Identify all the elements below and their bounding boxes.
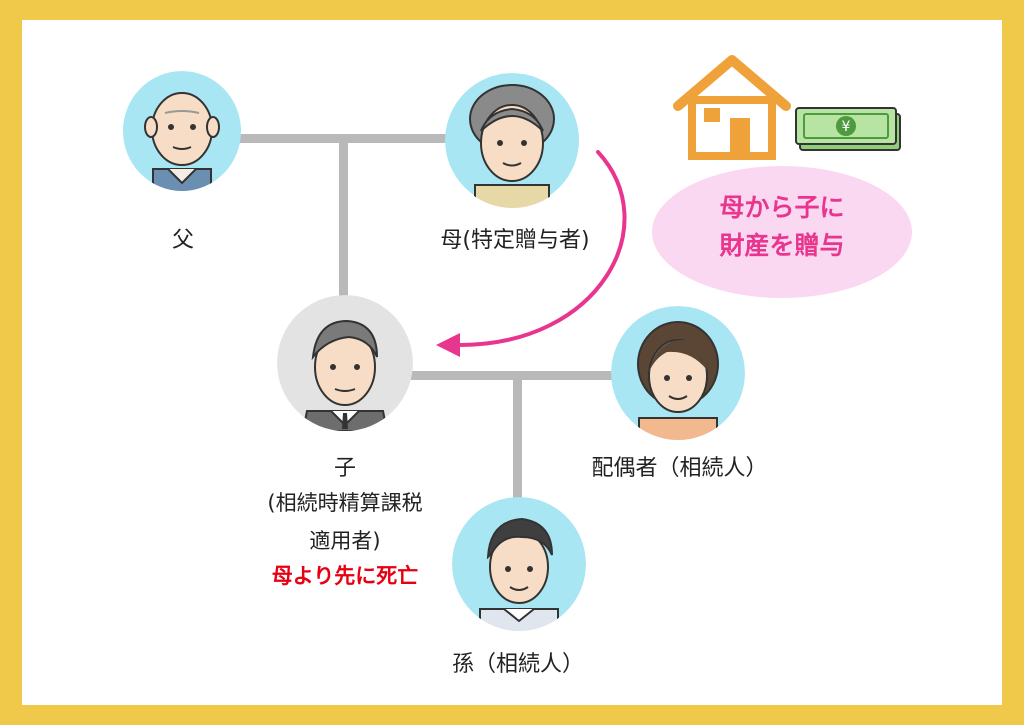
svg-text:¥: ¥ <box>842 119 851 135</box>
grandchild-avatar <box>452 497 586 631</box>
father-avatar <box>123 71 241 191</box>
connector-parents-to-child <box>339 138 348 304</box>
yen-symbol <box>836 116 856 136</box>
mother-label: 母(特定贈与者) <box>440 228 590 253</box>
spouse-avatar <box>611 306 745 440</box>
callout-line1: 母から子に <box>719 193 845 222</box>
child-detail-line2: 適用者) <box>309 529 381 553</box>
child-avatar <box>277 295 413 431</box>
child-death-note: 母より先に死亡 <box>271 564 419 588</box>
gift-callout: 母から子に 財産を贈与 <box>652 166 912 298</box>
connector-parents <box>238 134 458 143</box>
grandchild-label: 孫（相続人） <box>451 652 584 677</box>
connector-to-grandchild <box>513 375 522 503</box>
child-detail-line1: (相続時精算課税 <box>267 491 423 515</box>
callout-line2: 財産を贈与 <box>719 231 845 260</box>
mother-avatar <box>445 73 580 208</box>
money-bundle-icon: ¥ <box>795 107 901 151</box>
spouse-label: 配偶者（相続人） <box>591 456 768 481</box>
child-label: 子 <box>333 456 356 481</box>
house-icon <box>673 55 791 160</box>
father-label: 父 <box>171 228 194 253</box>
gift-arrow <box>436 150 627 357</box>
arrow-head <box>436 333 460 357</box>
connector-child-spouse <box>408 371 614 380</box>
